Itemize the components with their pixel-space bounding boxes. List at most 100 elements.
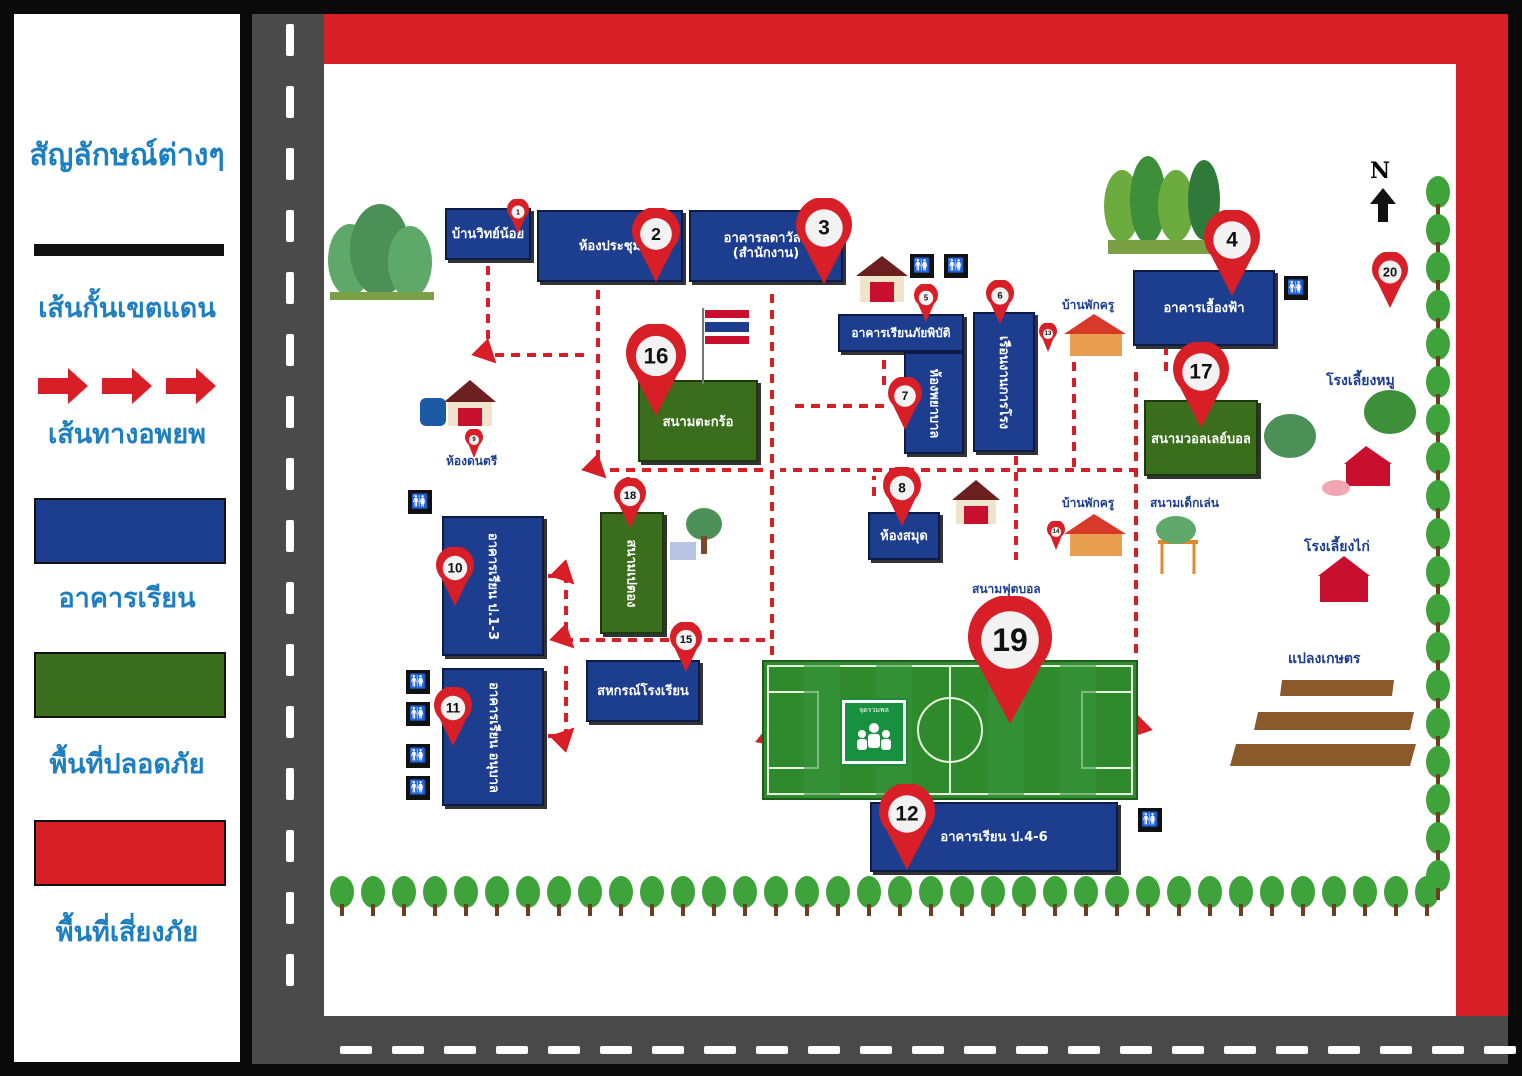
tree-icon: [423, 876, 447, 916]
restroom-icon: 🚻: [406, 744, 430, 768]
safe-area-18[interactable]: สนามเปตอง: [600, 512, 664, 634]
pin-number: 4: [1226, 229, 1238, 252]
tree-icon: [1426, 746, 1450, 786]
location-pin-14[interactable]: 14: [1045, 520, 1067, 556]
pin-number: 18: [624, 490, 636, 502]
road-dash: [1484, 1046, 1516, 1054]
north-label: N: [1370, 158, 1391, 184]
building-5[interactable]: อาคารเรียนภัยพิบัติ: [838, 314, 964, 352]
map-pin-icon: 18: [614, 476, 646, 528]
assembly-point-sign: จุดรวมพล: [840, 698, 908, 766]
tree-icon: [1426, 366, 1450, 406]
road-dash: [912, 1046, 944, 1054]
evacuation-route: [548, 666, 575, 753]
road-dash: [1432, 1046, 1464, 1054]
evacuation-route: [548, 559, 770, 649]
evacuation-route: [581, 290, 770, 479]
location-pin-1[interactable]: 1: [505, 198, 531, 240]
restroom-icon: 🚻: [406, 702, 430, 726]
location-pin-2[interactable]: 2: [630, 206, 682, 288]
music-room-label: ห้องดนตรี: [446, 454, 498, 468]
tree-icon: [1426, 252, 1450, 292]
location-pin-19[interactable]: 19: [966, 594, 1054, 730]
tree-icon: [795, 876, 819, 916]
north-arrow-icon: [1370, 188, 1396, 222]
tree-icon: [1426, 784, 1450, 824]
tree-icon: [454, 876, 478, 916]
tree-icon: [1229, 876, 1253, 916]
evacuation-route: [471, 266, 590, 364]
location-pin-7[interactable]: 7: [886, 375, 924, 436]
location-pin-11[interactable]: 11: [432, 685, 474, 752]
location-pin-10[interactable]: 10: [434, 545, 476, 612]
thai-flag: [702, 308, 749, 384]
location-pin-3[interactable]: 3: [794, 196, 854, 290]
road-dash: [652, 1046, 684, 1054]
football-field: จุดรวมพล: [762, 660, 1138, 800]
pin-number: 8: [898, 481, 906, 496]
road-dash: [286, 644, 294, 676]
road-dash: [286, 954, 294, 986]
road-dash: [1016, 1046, 1048, 1054]
road-dash: [286, 148, 294, 180]
road-dash: [286, 458, 294, 490]
location-pin-4[interactable]: 4: [1202, 208, 1262, 302]
road-horizontal: [252, 1016, 1508, 1064]
safe-area-17[interactable]: สนามวอลเลย์บอล: [1144, 400, 1258, 476]
map-pin-icon: 11: [434, 685, 472, 746]
location-pin-9[interactable]: 9: [463, 428, 485, 464]
location-pin-13[interactable]: 13: [1037, 322, 1059, 358]
building-4[interactable]: อาคารเอื้องฟ้า: [1133, 270, 1275, 346]
tree-icon: [1105, 876, 1129, 916]
building-15[interactable]: สหกรณ์โรงเรียน: [586, 660, 700, 722]
location-pin-20[interactable]: 20: [1370, 250, 1410, 314]
building-8[interactable]: ห้องสมุด: [868, 512, 940, 560]
location-pin-6[interactable]: 6: [984, 279, 1016, 330]
tree-icon: [1291, 876, 1315, 916]
farm-plot: [1230, 680, 1416, 766]
pin-number: 20: [1383, 265, 1397, 280]
map-pin-icon: 3: [796, 196, 852, 284]
tree-icon: [640, 876, 664, 916]
location-pin-16[interactable]: 16: [624, 322, 688, 422]
map-pin-icon: 6: [986, 279, 1014, 324]
location-pin-5[interactable]: 5: [912, 283, 940, 328]
road-dash: [392, 1046, 424, 1054]
tree-icon: [1426, 632, 1450, 672]
location-pin-15[interactable]: 15: [668, 620, 704, 678]
pin-number: 13: [1045, 331, 1052, 337]
road-dash: [1276, 1046, 1308, 1054]
map-pin-icon: 15: [670, 620, 702, 672]
road-dash: [286, 892, 294, 924]
road-dash: [808, 1046, 840, 1054]
road-dash: [444, 1046, 476, 1054]
location-pin-18[interactable]: 18: [612, 476, 648, 534]
location-pin-8[interactable]: 8: [881, 465, 923, 532]
tree-cluster-left: [328, 204, 434, 300]
tree-icon: [1426, 822, 1450, 862]
tree-icon: [485, 876, 509, 916]
legend-arrows-icon: [38, 368, 216, 404]
tree-icon: [1426, 290, 1450, 330]
map-pin-icon: 5: [914, 283, 938, 322]
tree-icon: [702, 876, 726, 916]
tree-icon: [764, 876, 788, 916]
road-dash: [286, 86, 294, 118]
road-dash: [1380, 1046, 1412, 1054]
map-pin-icon: 12: [879, 782, 935, 870]
tree-icon: [1426, 404, 1450, 444]
tree-icon: [1260, 876, 1284, 916]
location-pin-17[interactable]: 17: [1171, 340, 1231, 434]
tree-icon: [1426, 214, 1450, 254]
pin-number: 11: [446, 701, 461, 716]
road-dash: [286, 830, 294, 862]
tree-icon: [1353, 876, 1377, 916]
risk-zone-right: [1456, 14, 1508, 1016]
tree-icon: [1426, 442, 1450, 482]
location-pin-12[interactable]: 12: [877, 782, 937, 876]
legend-building-label: อาคารเรียน: [58, 583, 196, 614]
road-dash: [548, 1046, 580, 1054]
pig-farm-label: โรงเลี้ยงหมู: [1326, 373, 1395, 389]
tree-icon: [733, 876, 757, 916]
